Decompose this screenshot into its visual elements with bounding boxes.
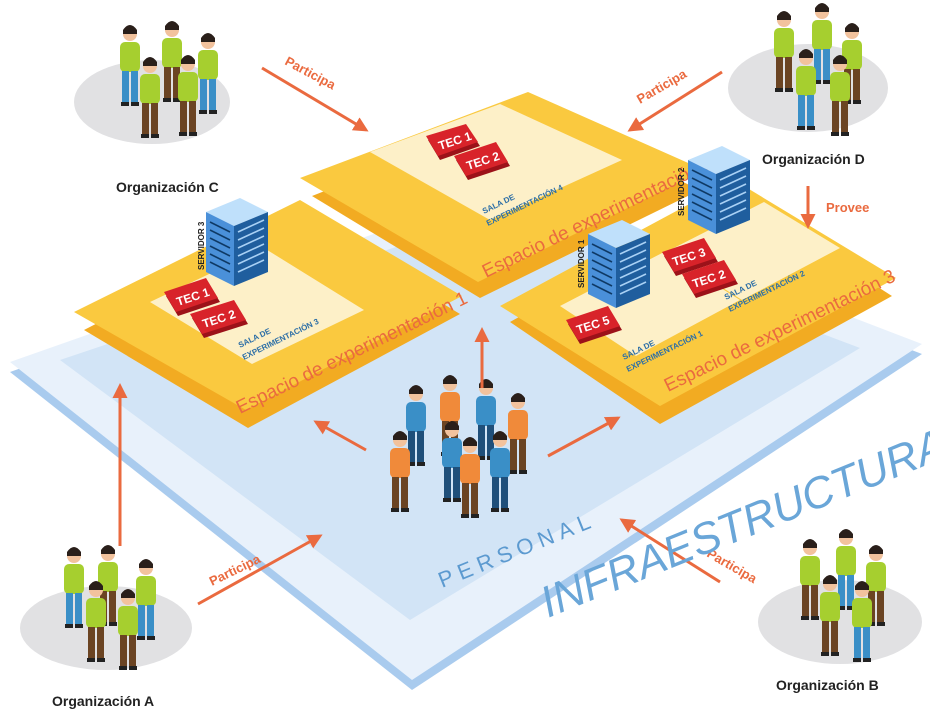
flow-arrows — [112, 66, 816, 606]
arrow-org-a-to-center — [197, 534, 323, 606]
space-2: TEC 1 TEC 2 SALA DE EXPERIMENTACIÓN 4 Es… — [300, 92, 717, 298]
server-1-label: SERVIDOR 1 — [577, 239, 586, 288]
server-2-label: SERVIDOR 2 — [677, 167, 686, 216]
space-1-tec-2: TEC 2 — [190, 300, 248, 338]
server-2 — [687, 145, 751, 235]
arrow-org-c-to-center — [261, 66, 369, 132]
arrow-org-d-to-center — [627, 70, 723, 132]
server-3 — [205, 197, 269, 287]
space-1-tec-1: TEC 1 — [164, 278, 220, 316]
provee-label: Provee — [826, 200, 869, 215]
arrow-org-b-to-center — [619, 518, 721, 584]
org-a-label: Organización A — [52, 693, 154, 709]
server-3-label: SERVIDOR 3 — [197, 221, 206, 270]
org-c-label: Organización C — [116, 179, 219, 195]
org-d-label: Organización D — [762, 151, 865, 167]
space-3-tec-2: TEC 2 — [682, 260, 738, 298]
space-3-tec-3: TEC 3 — [662, 238, 718, 276]
space-1-sala — [150, 248, 364, 364]
space-3-tec-5: TEC 5 — [566, 306, 622, 344]
arrow-personal-to-space-1 — [313, 420, 367, 452]
arrow-personal-to-space-3 — [547, 416, 621, 458]
space-2-tec-1: TEC 1 — [426, 124, 480, 160]
server-1 — [587, 219, 651, 309]
space-3: TEC 5 TEC 3 TEC 2 SERVIDOR 1 SERVIDOR 2 … — [500, 145, 899, 424]
org-b-label: Organización B — [776, 677, 879, 693]
participa-label-d: Participa — [634, 66, 690, 107]
space-2-tec-2: TEC 2 — [454, 142, 510, 180]
